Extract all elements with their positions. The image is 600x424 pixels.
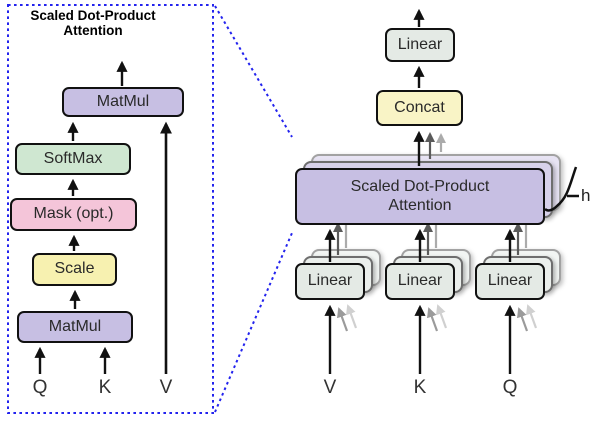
linear-v-box: Linear <box>295 263 365 300</box>
left-panel-title: Scaled Dot-Product Attention <box>12 8 174 39</box>
right-input-v-label: V <box>323 377 337 398</box>
head-ghost-arrows-dark <box>332 131 529 332</box>
heads-count-label: h <box>581 186 591 205</box>
attention-box-line2: Attention <box>388 196 452 214</box>
attention-box-line1: Scaled Dot-Product <box>350 178 490 196</box>
right-input-q-label: Q <box>502 377 518 398</box>
linear-q-box: Linear <box>475 263 545 300</box>
linear-output-box: Linear <box>385 28 455 62</box>
left-panel-title-line1: Scaled Dot-Product <box>30 8 156 23</box>
right-input-k-label: K <box>413 377 427 398</box>
mask-box: Mask (opt.) <box>10 198 137 231</box>
left-input-q-label: Q <box>32 377 48 398</box>
right-panel-arrows <box>324 8 516 374</box>
matmul-bottom-box: MatMul <box>17 311 133 343</box>
matmul-top-box: MatMul <box>62 87 184 117</box>
scaled-dot-product-attention-box: Scaled Dot-Product Attention <box>295 168 545 225</box>
concat-box: Concat <box>376 90 463 126</box>
linear-k-box: Linear <box>385 263 455 300</box>
heads-count-hook <box>544 166 579 212</box>
left-panel-arrows <box>34 60 172 374</box>
scale-box: Scale <box>32 253 117 286</box>
left-input-k-label: K <box>98 377 112 398</box>
left-input-v-label: V <box>159 377 173 398</box>
left-panel-title-line2: Attention <box>63 22 123 38</box>
softmax-box: SoftMax <box>15 143 131 175</box>
zoom-frame-dashed <box>7 4 293 414</box>
